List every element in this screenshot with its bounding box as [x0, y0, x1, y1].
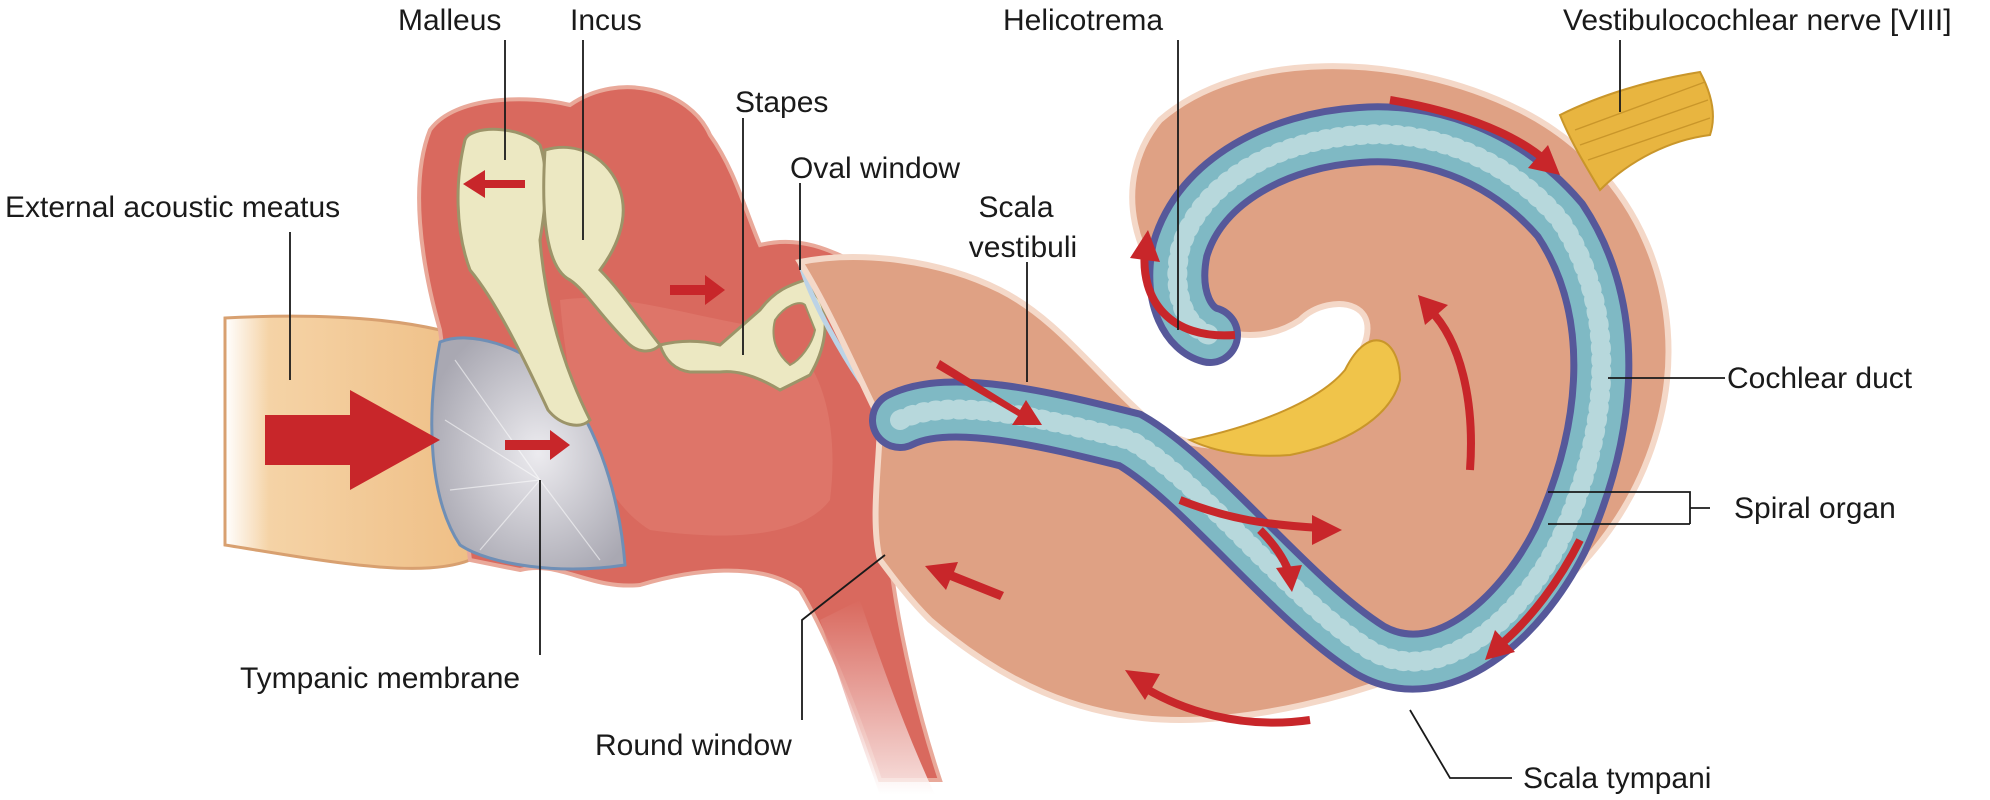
- label-stapes: Stapes: [735, 86, 828, 119]
- arrow-round-window: [925, 562, 1004, 600]
- arrow-inner-spiral: [1427, 307, 1475, 471]
- arrow-scala-tympani-bottom-head: [1125, 670, 1160, 700]
- label-cochlear-duct: Cochlear duct: [1727, 362, 1913, 395]
- arrow-scala-vestibuli: [936, 360, 1042, 425]
- vestibulocochlear-nerve-bundle: [1558, 70, 1714, 192]
- arrow-inner-spiral-head: [1418, 295, 1448, 325]
- label-malleus: Malleus: [398, 4, 501, 37]
- label-tympanic-membrane: Tympanic membrane: [240, 662, 520, 695]
- leader-spiral-organ: [1548, 491, 1710, 525]
- arrow-malleus: [463, 170, 525, 198]
- arrow-top-cochlea: [1389, 96, 1548, 164]
- label-helicotrema: Helicotrema: [1003, 4, 1163, 37]
- arrow-scala-tympani-right-head: [1485, 630, 1515, 660]
- stapes-footplate-hole: [772, 302, 817, 367]
- label-incus: Incus: [570, 4, 642, 37]
- label-oval-window: Oval window: [790, 152, 960, 185]
- leader-round-window: [801, 554, 886, 720]
- leader-scala-tympani: [1409, 709, 1512, 779]
- arrow-helicotrema: [1140, 249, 1236, 340]
- label-scala-vestibuli-line2: vestibuli: [969, 231, 1077, 264]
- modiolus-fan: [1186, 339, 1402, 457]
- label-spiral-organ: Spiral organ: [1734, 492, 1896, 525]
- arrow-top-cochlea-head: [1528, 145, 1560, 175]
- nerve-fibers: [1574, 81, 1711, 161]
- spiral-organ-band: [890, 124, 1612, 672]
- label-vestibulocochlear-nerve: Vestibulocochlear nerve [VIII]: [1563, 4, 1952, 37]
- label-external-acoustic-meatus: External acoustic meatus: [5, 191, 340, 224]
- arrow-duct-middle: [1178, 496, 1321, 532]
- arrow-external-canal: [265, 390, 440, 490]
- arrow-scala-tympani-bottom: [1137, 681, 1311, 727]
- arrow-duct-middle-head: [1312, 515, 1342, 545]
- arrow-scala-tympani-right: [1497, 538, 1584, 649]
- arrow-incus: [670, 275, 725, 305]
- label-scala-vestibuli-line1: Scala: [978, 191, 1053, 224]
- malleus-bone: [456, 127, 592, 427]
- label-round-window: Round window: [595, 729, 792, 762]
- arrow-tympanic: [505, 430, 570, 460]
- leader-lines: [289, 40, 1725, 779]
- arrow-helicotrema-head: [1130, 230, 1160, 262]
- lower-passage-fade: [820, 600, 935, 795]
- flow-arrows: [265, 96, 1584, 727]
- arrow-duct-down-head: [1276, 565, 1302, 592]
- label-scala-tympani: Scala tympani: [1523, 762, 1711, 795]
